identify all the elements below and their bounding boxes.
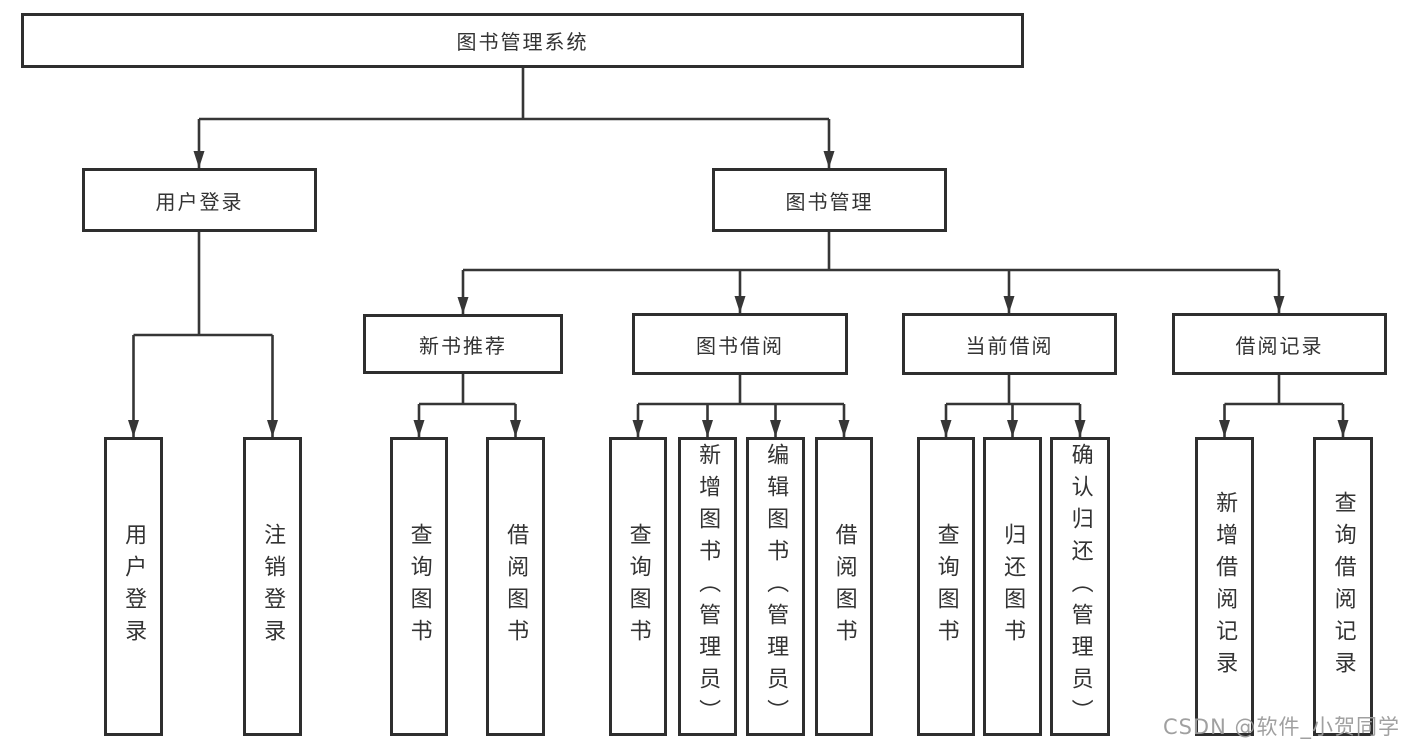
csdn-watermark: CSDN @软件_小贺同学 [1162,715,1400,739]
node-current-borrowing: 当前借阅 [902,313,1117,375]
node-library-management-system: 图书管理系统 [21,13,1024,68]
node-label: 图书借阅 [696,333,784,358]
node-book-management: 图书管理 [712,168,947,232]
node-edit-books-admin: 编辑图书（管理员） [746,437,805,736]
node-label: 查询图书 [933,522,959,651]
node-new-book-recommendation: 新书推荐 [363,314,563,374]
node-add-borrow-record: 新增借阅记录 [1195,437,1254,736]
node-label: 新增图书（管理员） [695,442,721,731]
node-book-borrowing: 图书借阅 [632,313,848,375]
node-return-books: 归还图书 [983,437,1042,736]
node-query-books-borrowing: 查询图书 [609,437,667,736]
node-label: 编辑图书（管理员） [763,442,789,731]
node-label: 归还图书 [1000,522,1026,651]
node-borrow-books-borrowing: 借阅图书 [815,437,873,736]
node-label: 注销登录 [260,522,286,651]
node-query-borrow-record: 查询借阅记录 [1313,437,1373,736]
node-label: 查询借阅记录 [1330,490,1356,683]
node-label: 查询图书 [406,522,432,651]
node-label: 当前借阅 [965,333,1054,358]
node-borrow-books-recommend: 借阅图书 [486,437,545,736]
node-label: 用户登录 [121,522,147,651]
node-confirm-return-admin: 确认归还（管理员） [1050,437,1110,736]
node-query-books-recommend: 查询图书 [390,437,448,736]
node-borrowing-records: 借阅记录 [1172,313,1387,375]
node-label: 确认归还（管理员） [1067,442,1093,731]
node-label: 新增借阅记录 [1212,490,1238,683]
node-label: 查询图书 [625,522,651,651]
node-add-books-admin: 新增图书（管理员） [678,437,737,736]
node-user-login-action: 用户登录 [104,437,163,736]
node-label: 图书管理 [785,189,874,214]
node-user-login: 用户登录 [82,168,317,232]
node-label: 新书推荐 [419,333,507,358]
node-logout: 注销登录 [243,437,302,736]
node-label: 借阅记录 [1235,333,1324,358]
node-query-books-current: 查询图书 [917,437,975,736]
node-label: 借阅图书 [503,522,529,651]
node-label: 借阅图书 [831,522,857,651]
node-label: 图书管理系统 [456,30,589,54]
node-label: 用户登录 [155,189,244,214]
